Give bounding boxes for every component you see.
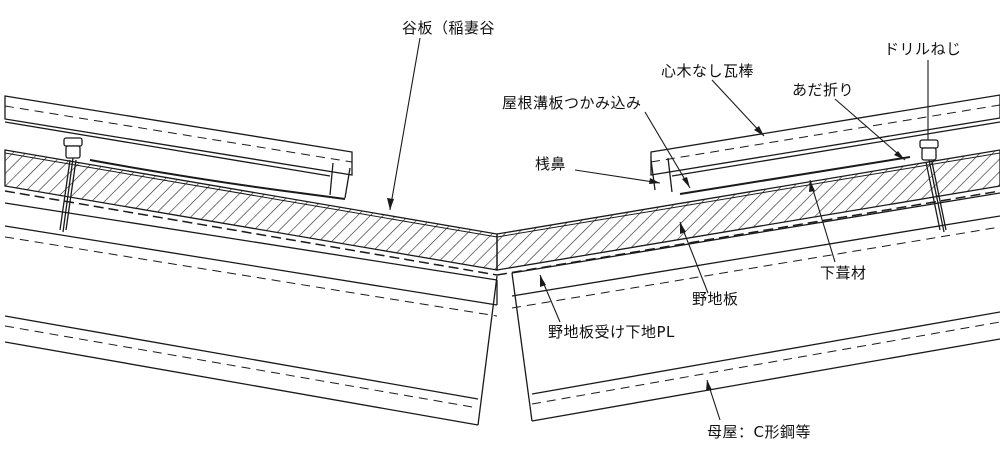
label-sheathing: 野地板 [692,290,739,308]
label-ridge-batten: 心木なし瓦棒 [661,62,755,80]
label-valley-plate: 谷板（稲妻谷 [402,19,496,37]
right-sheathing-board [496,149,1000,271]
label-hem-fold: あだ折り [792,81,855,99]
right-underlay-line [496,152,1000,238]
left-drill-screw-icon [59,137,83,233]
label-drill-screw: ドリルねじ [884,40,962,58]
left-valley-plate-seam [89,159,346,200]
label-gutter-grip: 屋根溝板つかみ込み [502,94,642,112]
leader-arrowheads [387,126,905,391]
label-underlay: 下葺材 [820,264,867,282]
right-ridge-batten [650,94,1000,193]
left-purlin [4,202,498,426]
left-sheathing-board [4,149,498,271]
left-support-plate [4,190,498,276]
leader-lines [389,37,929,421]
left-underlay-line [4,152,498,238]
label-sheathing-support-plate: 野地板受け下地PL [548,323,675,341]
right-support-plate [496,190,1000,276]
label-eave-edge: 桟鼻 [535,155,567,173]
right-drill-screw-icon [919,139,947,233]
right-valley-plate-seam [679,156,911,195]
label-purlin: 母屋：C形鋼等 [707,423,811,441]
left-ridge-batten [4,95,353,199]
